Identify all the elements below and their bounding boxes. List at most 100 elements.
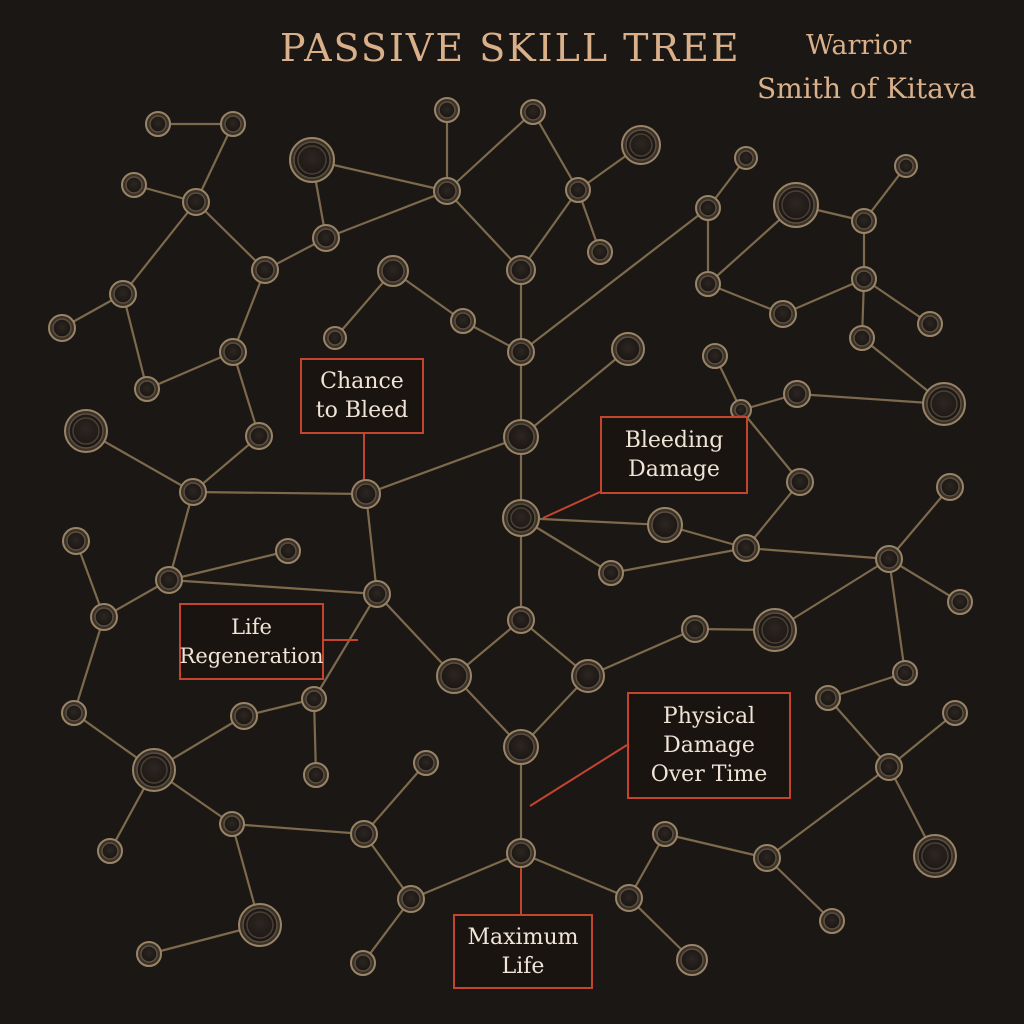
passive-node[interactable] — [942, 700, 968, 726]
callout-maximum-life[interactable]: Maximum Life — [453, 914, 593, 989]
passive-node[interactable] — [769, 300, 797, 328]
passive-node[interactable] — [363, 580, 391, 608]
passive-node[interactable] — [732, 534, 760, 562]
passive-node[interactable] — [397, 885, 425, 913]
passive-node[interactable] — [695, 271, 721, 297]
passive-node[interactable] — [350, 950, 376, 976]
passive-node[interactable] — [350, 820, 378, 848]
passive-node[interactable] — [506, 838, 536, 868]
passive-node[interactable] — [323, 326, 347, 350]
passive-node[interactable] — [702, 343, 728, 369]
passive-node[interactable] — [571, 659, 605, 693]
tree-connection — [362, 761, 428, 836]
passive-node[interactable] — [145, 111, 171, 137]
passive-node[interactable] — [947, 589, 973, 615]
passive-node[interactable] — [936, 473, 964, 501]
tree-connection — [739, 408, 802, 484]
passive-node[interactable] — [301, 686, 327, 712]
passive-node[interactable] — [676, 944, 708, 976]
passive-node[interactable] — [230, 702, 258, 730]
tree-connection — [781, 277, 866, 316]
passive-node[interactable] — [503, 419, 539, 455]
passive-node[interactable] — [436, 658, 472, 694]
callout-bleeding-damage[interactable]: Bleeding Damage — [600, 416, 748, 494]
notable-passive-node[interactable] — [913, 834, 957, 878]
passive-node[interactable] — [275, 538, 301, 564]
passive-node[interactable] — [182, 188, 210, 216]
tree-connection — [795, 392, 946, 406]
callout-physical-damage-over-time[interactable]: Physical Damage Over Time — [627, 692, 791, 799]
passive-node[interactable] — [220, 111, 246, 137]
passive-node[interactable] — [506, 255, 536, 285]
notable-passive-node[interactable] — [502, 499, 540, 537]
passive-node[interactable] — [433, 177, 461, 205]
callout-chance-to-bleed[interactable]: Chance to Bleed — [300, 358, 424, 434]
passive-node[interactable] — [849, 325, 875, 351]
passive-node[interactable] — [48, 314, 76, 342]
passive-node[interactable] — [734, 146, 758, 170]
tree-connection — [167, 578, 379, 596]
passive-node[interactable] — [90, 603, 118, 631]
tree-connection — [765, 856, 834, 923]
passive-node[interactable] — [611, 332, 645, 366]
passive-node[interactable] — [681, 615, 709, 643]
notable-passive-node[interactable] — [132, 748, 176, 792]
passive-node[interactable] — [377, 255, 409, 287]
passive-node[interactable] — [109, 280, 137, 308]
passive-node[interactable] — [219, 811, 245, 837]
passive-node[interactable] — [136, 941, 162, 967]
passive-node[interactable] — [351, 479, 381, 509]
passive-node[interactable] — [753, 844, 781, 872]
passive-node[interactable] — [587, 239, 613, 265]
passive-node[interactable] — [875, 545, 903, 573]
passive-node[interactable] — [134, 376, 160, 402]
passive-node[interactable] — [851, 266, 877, 292]
passive-node[interactable] — [615, 884, 643, 912]
passive-node[interactable] — [507, 606, 535, 634]
passive-node[interactable] — [892, 660, 918, 686]
passive-node[interactable] — [851, 208, 877, 234]
passive-node[interactable] — [121, 172, 147, 198]
tree-connection — [531, 110, 580, 192]
notable-passive-node[interactable] — [64, 409, 108, 453]
passive-node[interactable] — [730, 399, 752, 421]
passive-node[interactable] — [303, 762, 329, 788]
passive-node[interactable] — [647, 507, 683, 543]
passive-node[interactable] — [179, 478, 207, 506]
notable-passive-node[interactable] — [238, 903, 282, 947]
passive-node[interactable] — [786, 468, 814, 496]
passive-node[interactable] — [652, 821, 678, 847]
notable-passive-node[interactable] — [773, 182, 819, 228]
notable-passive-node[interactable] — [289, 137, 335, 183]
passive-node[interactable] — [413, 750, 439, 776]
notable-passive-node[interactable] — [753, 608, 797, 652]
passive-node[interactable] — [565, 177, 591, 203]
passive-node[interactable] — [507, 338, 535, 366]
passive-node[interactable] — [783, 380, 811, 408]
passive-node[interactable] — [450, 308, 476, 334]
passive-node[interactable] — [894, 154, 918, 178]
passive-node[interactable] — [598, 560, 624, 586]
callout-life-regeneration[interactable]: Life Regeneration — [179, 603, 324, 680]
passive-node[interactable] — [219, 338, 247, 366]
passive-node[interactable] — [695, 195, 721, 221]
passive-node[interactable] — [62, 527, 90, 555]
passive-node[interactable] — [155, 566, 183, 594]
passive-node[interactable] — [917, 311, 943, 337]
passive-node[interactable] — [875, 753, 903, 781]
passive-node[interactable] — [434, 97, 460, 123]
passive-node[interactable] — [61, 700, 87, 726]
passive-node[interactable] — [245, 422, 273, 450]
notable-passive-node[interactable] — [922, 382, 966, 426]
tree-connection — [887, 557, 907, 675]
passive-node[interactable] — [503, 729, 539, 765]
notable-passive-node[interactable] — [621, 125, 661, 165]
passive-node[interactable] — [97, 838, 123, 864]
tree-connection — [230, 822, 366, 836]
passive-node[interactable] — [312, 224, 340, 252]
passive-node[interactable] — [251, 256, 279, 284]
passive-node[interactable] — [819, 908, 845, 934]
passive-node[interactable] — [520, 99, 546, 125]
passive-node[interactable] — [815, 685, 841, 711]
